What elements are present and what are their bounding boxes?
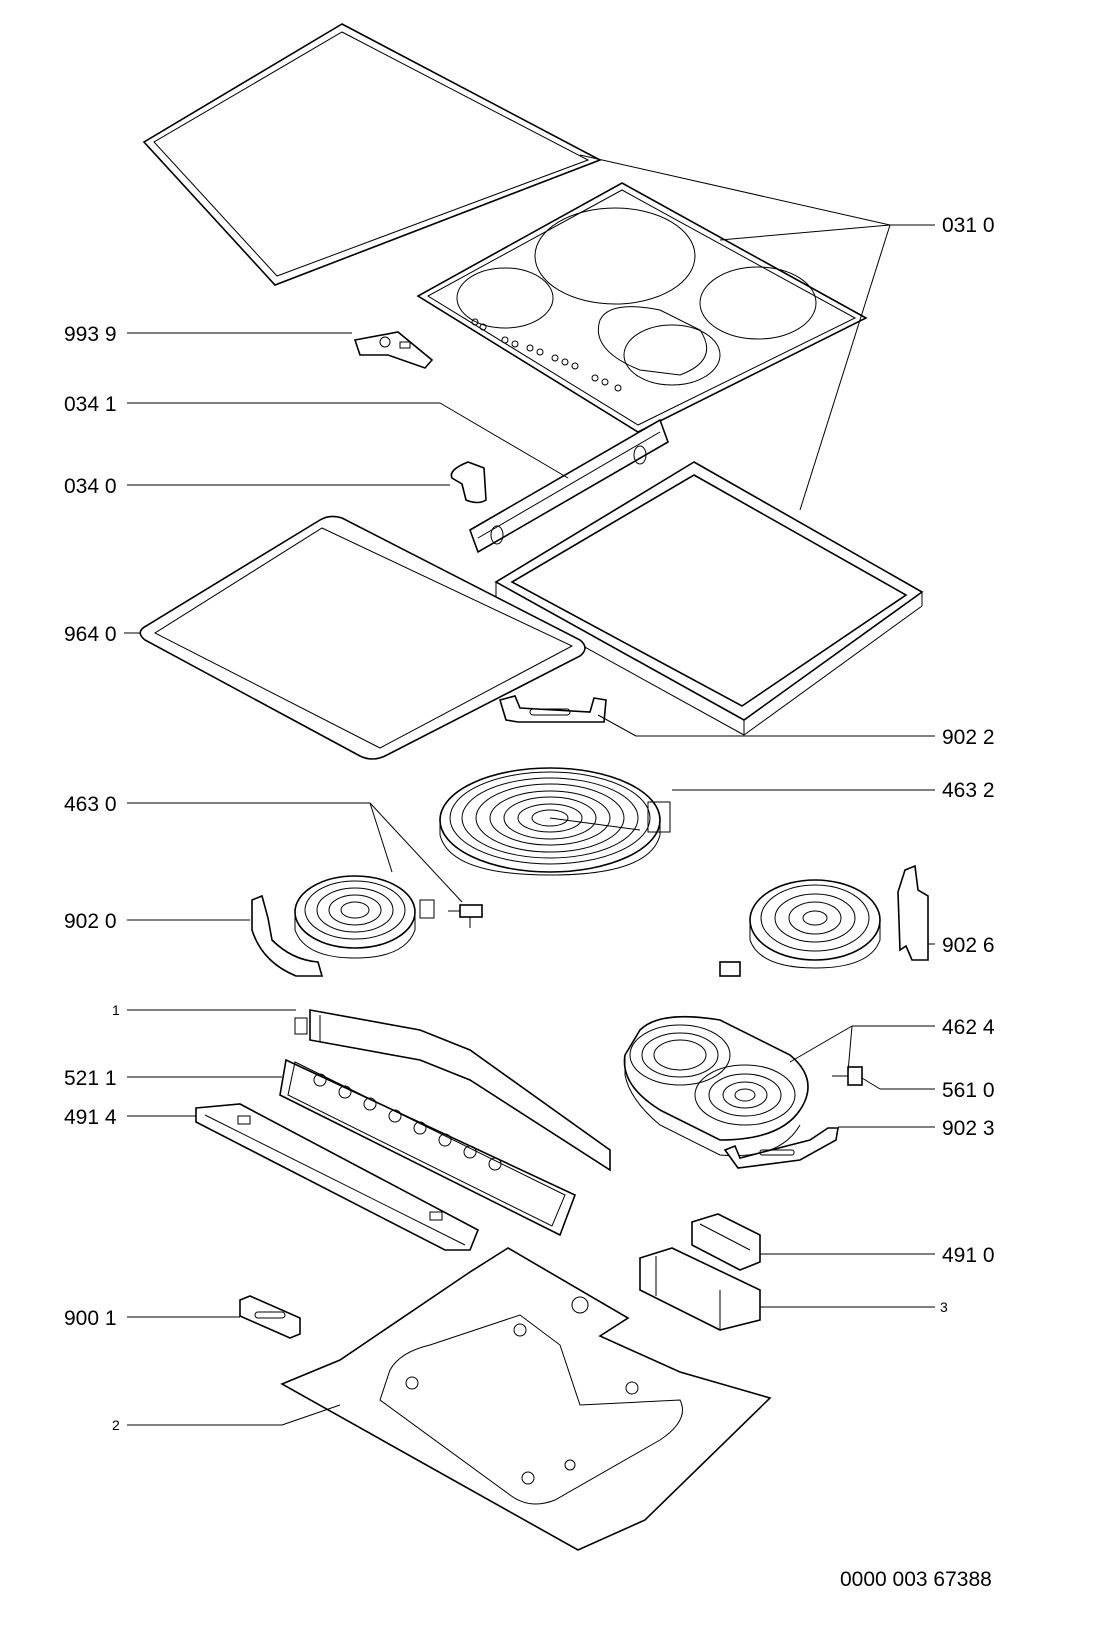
label-031-0: 031 0 (942, 214, 995, 237)
label-900-1: 900 1 (64, 1307, 117, 1330)
label-463-2: 463 2 (942, 779, 995, 802)
control-bracket-part (353, 331, 434, 369)
bracket-902-0 (251, 894, 324, 977)
label-964-0: 964 0 (64, 623, 117, 646)
hob-outer-frame (494, 461, 924, 736)
gasket-seal-part (139, 515, 586, 760)
plate-491-4 (195, 1103, 480, 1251)
holder-900-1 (239, 1295, 301, 1339)
label-part-2: 2 (112, 1417, 120, 1433)
bracket-902-2 (498, 695, 607, 723)
label-part-1: 1 (112, 1002, 120, 1018)
label-part-3: 3 (940, 1299, 948, 1315)
label-902-2: 902 2 (942, 726, 995, 749)
label-462-4: 462 4 (942, 1016, 995, 1039)
base-plate-part-2 (280, 1247, 772, 1551)
control-board-part (279, 1058, 577, 1237)
label-993-9: 993 9 (64, 323, 117, 346)
label-034-1: 034 1 (64, 393, 117, 416)
ceramic-hob-glass (416, 182, 868, 433)
glass-top-frame (142, 23, 602, 286)
label-902-3: 902 3 (942, 1117, 995, 1140)
cover-part-1 (294, 1009, 611, 1172)
bracket-902-3 (723, 1127, 839, 1169)
connector-561-0 (832, 1066, 863, 1086)
label-902-0: 902 0 (64, 910, 117, 933)
filter-491-0 (691, 1213, 761, 1271)
heater-with-bracket-902-6 (719, 864, 929, 977)
label-521-1: 521 1 (64, 1067, 117, 1090)
leader-lines (124, 154, 935, 1426)
label-463-0: 463 0 (64, 793, 117, 816)
small-radiant-heater (294, 875, 435, 959)
support-rail-part (469, 418, 669, 554)
dual-oval-heater (623, 1015, 809, 1157)
large-radiant-heater (439, 767, 671, 876)
label-491-4: 491 4 (64, 1106, 117, 1129)
label-034-0: 034 0 (64, 475, 117, 498)
terminal-connector (448, 904, 483, 928)
label-902-6: 902 6 (942, 934, 995, 957)
label-561-0: 561 0 (942, 1079, 995, 1102)
label-491-0: 491 0 (942, 1244, 995, 1267)
clip-part (450, 461, 487, 504)
document-number: 0000 003 67388 (840, 1568, 992, 1591)
bracket-part-3 (639, 1247, 761, 1331)
